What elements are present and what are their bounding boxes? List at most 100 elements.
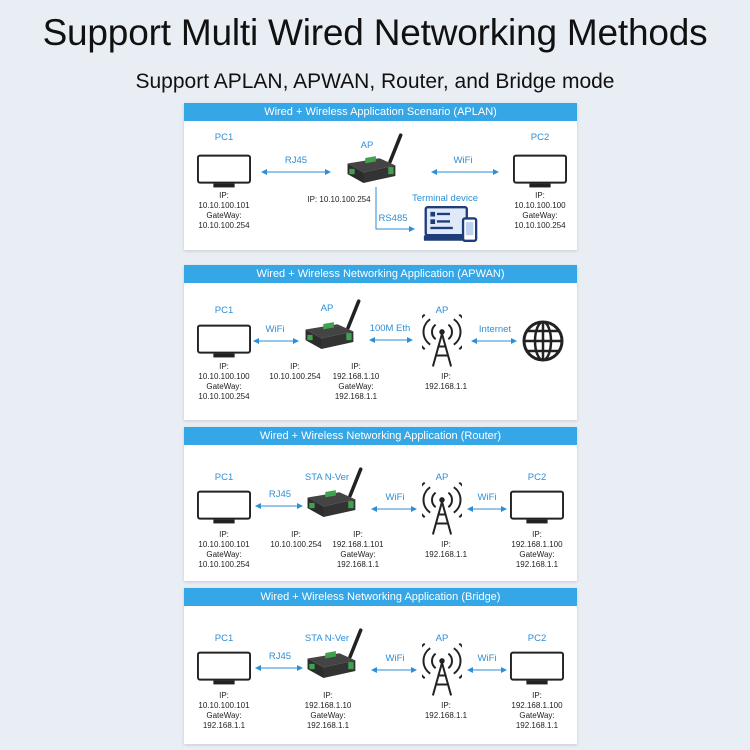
pc1-ip-line1: IP: [219, 191, 229, 200]
panel-bridge: Wired + Wireless Networking Application … [184, 588, 577, 744]
panel-header: Wired + Wireless Networking Application … [184, 265, 577, 283]
sta-ip-line4: 192.168.1.1 [307, 721, 350, 730]
panel-apwan: Wired + Wireless Networking Application … [184, 265, 577, 420]
rs485-label: RS485 [378, 213, 407, 224]
ap2-label: AP [436, 305, 449, 316]
ap-router-icon [345, 133, 403, 185]
pc1-label: PC1 [215, 305, 233, 316]
ap-ip-line1: IP: [441, 540, 451, 549]
pc2-ip-line2: 192.168.1.100 [511, 701, 563, 710]
ap-ip-line1: IP: [441, 701, 451, 710]
panel-header: Wired + Wireless Networking Application … [184, 588, 577, 606]
terminal-device-icon [422, 206, 478, 242]
pc1-ip-line2: 10.10.100.101 [198, 701, 250, 710]
panel-header: Wired + Wireless Application Scenario (A… [184, 103, 577, 121]
ap-tower-icon [422, 642, 462, 697]
wifi-label: WiFi [266, 324, 285, 335]
ap1-ip-right-line1: IP: [351, 362, 361, 371]
page-title: Support Multi Wired Networking Methods [42, 12, 708, 53]
panel-router: Wired + Wireless Networking Application … [184, 427, 577, 581]
pc1-ip-line3: GateWay: [206, 382, 241, 391]
pc1-ip-line2: 10.10.100.101 [198, 540, 250, 549]
apwan-diagram: PC1 IP: 10.10.100.100 GateWay: 10.10.100… [197, 299, 564, 401]
pc1-label: PC1 [215, 132, 233, 143]
aplan-diagram: PC1 IP: 10.10.100.101 GateWay: 10.10.100… [197, 132, 567, 242]
pc1-ip-line3: GateWay: [206, 711, 241, 720]
bridge-diagram: PC1 IP: 10.10.100.101 GateWay: 192.168.1… [197, 628, 564, 730]
panel-aplan: Wired + Wireless Application Scenario (A… [184, 103, 577, 250]
pc2-ip-line4: 192.168.1.1 [516, 560, 559, 569]
sta-label: STA N-Ver [305, 633, 349, 644]
wifi2-label: WiFi [478, 653, 497, 664]
page-subtitle: Support APLAN, APWAN, Router, and Bridge… [135, 70, 615, 93]
pc1-ip-line2: 10.10.100.100 [198, 372, 250, 381]
pc1-ip-line4: 10.10.100.254 [198, 221, 250, 230]
pc1-ip-line1: IP: [219, 530, 229, 539]
ap2-ip-line1: IP: [441, 372, 451, 381]
pc2-ip-line1: IP: [532, 691, 542, 700]
sta-label: STA N-Ver [305, 472, 349, 483]
pc2-ip-line2: 192.168.1.100 [511, 540, 563, 549]
rs485-link [375, 187, 415, 232]
pc2-ip-line4: 10.10.100.254 [514, 221, 566, 230]
ap-ip: IP: 10.10.100.254 [307, 195, 371, 204]
wifi-label: WiFi [454, 155, 473, 166]
sta-ip-line3: GateWay: [310, 711, 345, 720]
ap-ip-line2: 192.168.1.1 [425, 550, 468, 559]
sta-ip-right-line3: GateWay: [340, 550, 375, 559]
pc1-monitor-icon [197, 324, 251, 359]
rj45-label: RJ45 [285, 155, 307, 166]
ap2-ip-line2: 192.168.1.1 [425, 382, 468, 391]
pc1-label: PC1 [215, 472, 233, 483]
pc1-ip-line3: GateWay: [206, 211, 241, 220]
pc1-monitor-icon [197, 154, 251, 189]
pc1-label: PC1 [215, 633, 233, 644]
ap1-ip-left-line1: IP: [290, 362, 300, 371]
pc1-ip-line4: 10.10.100.254 [198, 560, 250, 569]
ap-label: AP [436, 472, 449, 483]
sta-ip-left-line1: IP: [291, 530, 301, 539]
ap-label: AP [361, 140, 374, 151]
pc2-ip-line2: 10.10.100.100 [514, 201, 566, 210]
pc2-monitor-icon [510, 490, 564, 525]
ap2-tower-icon [422, 313, 462, 368]
ap-ip-line2: 192.168.1.1 [425, 711, 468, 720]
ap1-ip-right-line3: GateWay: [338, 382, 373, 391]
pc1-ip-line4: 10.10.100.254 [198, 392, 250, 401]
pc1-ip-line1: IP: [219, 691, 229, 700]
wifi1-label: WiFi [386, 653, 405, 664]
ap-label: AP [436, 633, 449, 644]
pc1-monitor-icon [197, 490, 251, 525]
rj45-label: RJ45 [269, 489, 291, 500]
panel-header: Wired + Wireless Networking Application … [184, 427, 577, 445]
sta-ip-right-line1: IP: [353, 530, 363, 539]
pc2-monitor-icon [510, 651, 564, 686]
pc2-monitor-icon [513, 154, 567, 189]
sta-ip-line2: 192.168.1.10 [305, 701, 352, 710]
ap1-ip-left-line2: 10.10.100.254 [269, 372, 321, 381]
pc1-monitor-icon [197, 651, 251, 686]
sta-ip-left-line2: 10.10.100.254 [270, 540, 322, 549]
router-diagram: PC1 IP: 10.10.100.101 GateWay: 10.10.100… [197, 467, 564, 569]
wifi1-label: WiFi [386, 492, 405, 503]
pc2-ip-line3: GateWay: [519, 550, 554, 559]
wifi2-label: WiFi [478, 492, 497, 503]
internet-label: Internet [479, 324, 512, 335]
sta-ip-right-line2: 192.168.1.101 [332, 540, 384, 549]
globe-icon [522, 320, 564, 362]
terminal-label: Terminal device [412, 193, 478, 204]
eth-label: 100M Eth [370, 323, 411, 334]
pc1-ip-line4: 192.168.1.1 [203, 721, 246, 730]
pc1-ip-line3: GateWay: [206, 550, 241, 559]
pc2-ip-line3: GateWay: [522, 211, 557, 220]
sta-ip-right-line4: 192.168.1.1 [337, 560, 380, 569]
ap1-label: AP [321, 303, 334, 314]
ap1-ip-right-line2: 192.168.1.10 [333, 372, 380, 381]
pc2-ip-line3: GateWay: [519, 711, 554, 720]
pc1-ip-line2: 10.10.100.101 [198, 201, 250, 210]
ap-tower-icon [422, 481, 462, 536]
sta-ip-line1: IP: [323, 691, 333, 700]
pc2-label: PC2 [531, 132, 549, 143]
pc2-label: PC2 [528, 472, 546, 483]
pc2-label: PC2 [528, 633, 546, 644]
